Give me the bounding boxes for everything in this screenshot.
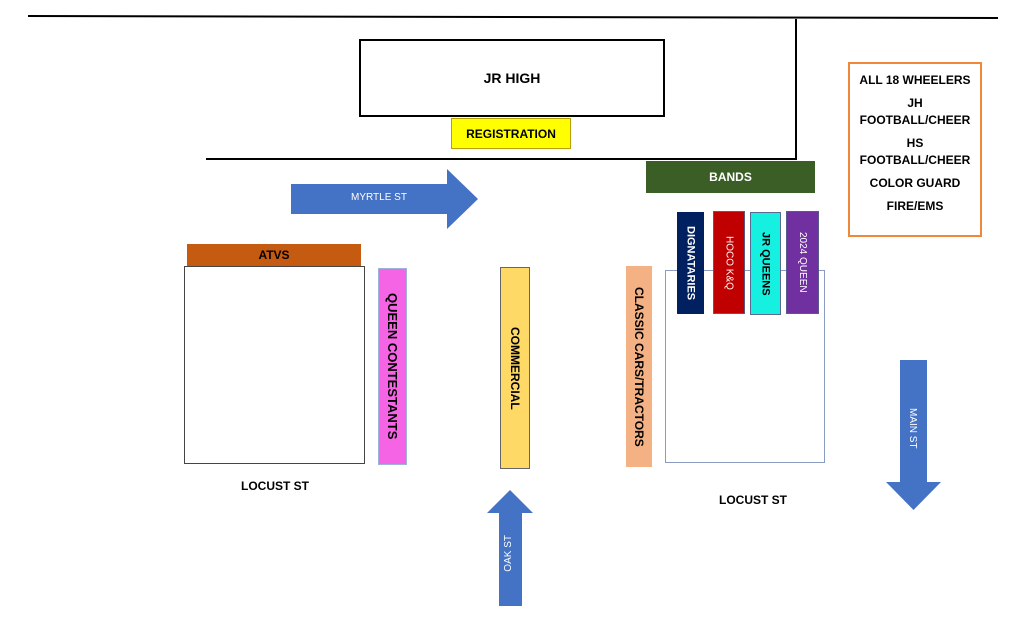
commercial-area: COMMERCIAL [500,267,530,469]
jr-queens-area: JR QUEENS [750,212,781,315]
road-line-top [27,15,998,20]
atvs-label: ATVS [258,248,290,262]
road-line-vertical [795,19,797,159]
legend-item: FIRE/EMS [886,199,944,213]
jr-queens-label: JR QUEENS [759,231,772,296]
arrow-down-icon [886,360,941,510]
main-st-arrow: MAIN ST [886,360,941,510]
queen-contestants-area: QUEEN CONTESTANTS [378,268,407,465]
jr-high-building: JR HIGH [359,39,665,117]
hoco-area: HOCO K&Q [713,211,745,314]
oak-st-label: OAK ST [503,535,514,572]
hoco-label: HOCO K&Q [723,235,735,290]
bands-label: BANDS [709,170,752,184]
arrow-right-icon [291,169,478,229]
legend-item: ALL 18 WHEELERS [859,73,971,87]
locust-st-right-label: LOCUST ST [719,493,787,507]
myrtle-st-arrow: MYRTLE ST [291,169,478,229]
classic-cars-area: CLASSIC CARS/TRACTORS [626,266,652,467]
registration-label: REGISTRATION [466,126,556,141]
queen-2024-label: 2024 QUEEN [797,232,808,293]
legend-item: COLOR GUARD [869,176,961,190]
registration-area: REGISTRATION [451,118,571,149]
locust-st-left-label: LOCUST ST [241,479,309,493]
city-block-left [184,266,365,464]
city-block-right [665,270,825,463]
commercial-label: COMMERCIAL [508,326,522,410]
myrtle-st-label: MYRTLE ST [351,192,407,203]
road-line-middle [206,158,797,160]
jr-high-label: JR HIGH [483,70,541,86]
arrow-up-icon [487,490,533,606]
dignataries-area: DIGNATARIES [677,212,704,314]
classic-cars-label: CLASSIC CARS/TRACTORS [632,286,646,447]
bands-area: BANDS [646,161,815,193]
queen-2024-area: 2024 QUEEN [786,211,819,314]
oak-st-arrow: OAK ST [487,490,533,606]
queen-contestants-label: QUEEN CONTESTANTS [385,293,400,440]
atvs-area: ATVS [187,244,361,266]
dignataries-label: DIGNATARIES [684,225,697,301]
main-st-label: MAIN ST [907,408,918,449]
